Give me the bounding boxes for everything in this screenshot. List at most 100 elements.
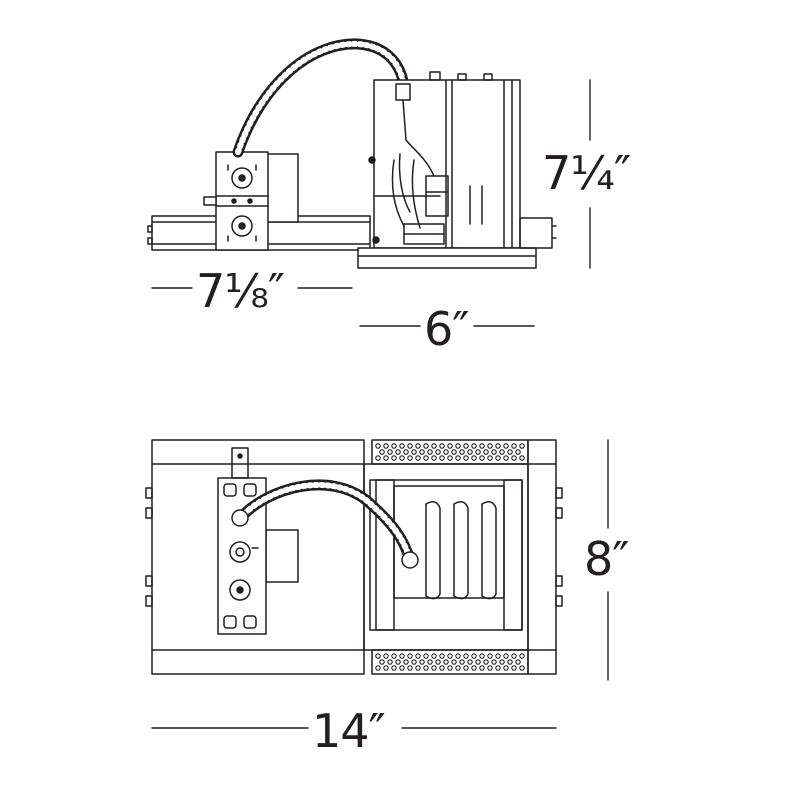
perforation-hole xyxy=(383,455,389,461)
perforation-hole xyxy=(479,665,485,671)
perforation-hole xyxy=(387,659,393,665)
perforation-hole xyxy=(427,449,433,455)
perforation-hole xyxy=(431,653,437,659)
perforation-hole xyxy=(419,659,425,665)
perforation-hole xyxy=(471,443,477,449)
perforation-hole xyxy=(519,665,525,671)
side-flex-conduit xyxy=(232,38,410,158)
perforation-hole xyxy=(503,455,509,461)
perforation-hole xyxy=(495,443,501,449)
perforation-hole xyxy=(431,665,437,671)
perforation-hole xyxy=(511,653,517,659)
perforation-hole xyxy=(447,665,453,671)
perforation-hole xyxy=(471,653,477,659)
perforation-hole xyxy=(439,443,445,449)
top-junction-box xyxy=(217,447,299,635)
perforation-hole xyxy=(391,443,397,449)
perforation-hole xyxy=(471,665,477,671)
perforation-hole xyxy=(375,653,381,659)
perforation-hole xyxy=(439,455,445,461)
perforation-hole xyxy=(467,449,473,455)
perforation-hole xyxy=(455,653,461,659)
perforation-hole xyxy=(423,653,429,659)
perforation-hole xyxy=(443,449,449,455)
perforation-hole xyxy=(383,443,389,449)
perforation-hole xyxy=(435,449,441,455)
perforation-hole xyxy=(515,659,521,665)
perforation-hole xyxy=(471,455,477,461)
perforation-hole xyxy=(387,449,393,455)
top-flex-conduit xyxy=(231,479,419,569)
perforation-hole xyxy=(451,449,457,455)
perforation-hole xyxy=(483,659,489,665)
perforation-hole xyxy=(487,455,493,461)
perforation-hole xyxy=(375,443,381,449)
perforation-hole xyxy=(491,449,497,455)
top-inner-housing xyxy=(369,479,523,631)
perforation-hole xyxy=(499,659,505,665)
perforation-hole xyxy=(447,653,453,659)
perforation-hole xyxy=(399,665,405,671)
side-internal-wiring xyxy=(368,83,483,245)
perforation-hole xyxy=(491,659,497,665)
perforation-hole xyxy=(463,455,469,461)
side-junction-box xyxy=(203,151,299,251)
perforation-hole xyxy=(415,653,421,659)
perforation-hole xyxy=(375,665,381,671)
perforation-hole xyxy=(383,653,389,659)
perforation-hole xyxy=(391,653,397,659)
perforation-hole xyxy=(459,449,465,455)
perforation-hole xyxy=(391,455,397,461)
perforation-hole xyxy=(459,659,465,665)
perforation-hole xyxy=(403,659,409,665)
top-dimension-lines xyxy=(151,439,609,729)
perforation-hole xyxy=(439,665,445,671)
perforation-hole xyxy=(455,665,461,671)
perforation-hole xyxy=(447,443,453,449)
perforation-hole xyxy=(419,449,425,455)
perforation-hole xyxy=(423,443,429,449)
perforation-hole xyxy=(391,665,397,671)
perforation-hole xyxy=(451,659,457,665)
perforation-hole xyxy=(415,455,421,461)
perforation-hole xyxy=(483,449,489,455)
side-main-housing xyxy=(357,71,557,269)
perforation-hole xyxy=(487,653,493,659)
perforation-hole xyxy=(431,455,437,461)
perforation-hole xyxy=(407,665,413,671)
perforation-hole xyxy=(507,659,513,665)
perforation-hole xyxy=(511,443,517,449)
perforation-hole xyxy=(379,659,385,665)
perforation-hole xyxy=(463,665,469,671)
perforation-hole xyxy=(415,443,421,449)
perforation-hole xyxy=(379,449,385,455)
perforation-hole xyxy=(467,659,473,665)
perforation-hole xyxy=(511,455,517,461)
perforation-hole xyxy=(519,653,525,659)
perforation-hole xyxy=(479,443,485,449)
dimension-label-depth: 6″ xyxy=(424,302,469,356)
dimension-label-width: 8″ xyxy=(584,532,629,586)
perforation-hole xyxy=(487,443,493,449)
perforation-hole xyxy=(427,659,433,665)
dimension-label-height: 7¼″ xyxy=(542,146,631,200)
perforation-hole xyxy=(411,449,417,455)
perforation-hole xyxy=(443,659,449,665)
perforation-hole xyxy=(507,449,513,455)
perforation-hole xyxy=(403,449,409,455)
perforation-hole xyxy=(411,659,417,665)
perforation-hole xyxy=(399,443,405,449)
perforation-hole xyxy=(399,653,405,659)
perforation-hole xyxy=(423,665,429,671)
perforation-hole xyxy=(435,659,441,665)
perforation-hole xyxy=(519,455,525,461)
side-view xyxy=(147,38,557,269)
perforation-hole xyxy=(423,455,429,461)
top-perforated-bar-lower xyxy=(371,649,529,675)
perforation-hole xyxy=(511,665,517,671)
perforation-hole xyxy=(375,455,381,461)
perforation-hole xyxy=(447,455,453,461)
perforation-hole xyxy=(503,665,509,671)
